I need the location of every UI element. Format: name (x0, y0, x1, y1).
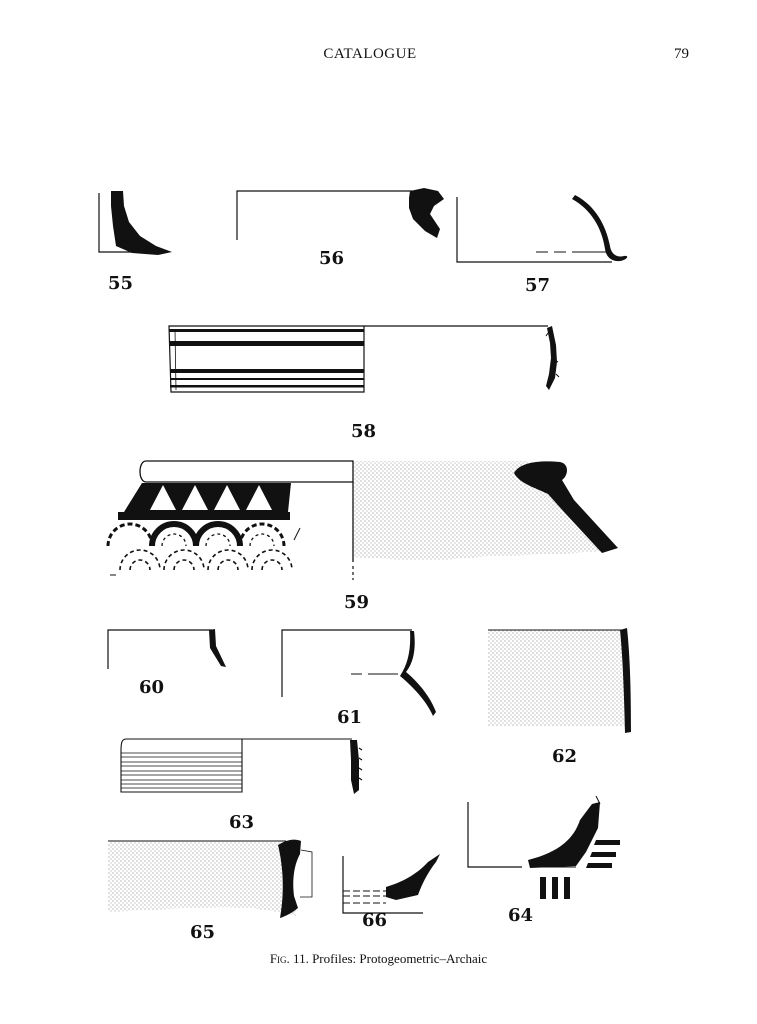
figure-number: Fig. 11. (269, 951, 309, 966)
profile-60-drawing (107, 629, 226, 669)
profile-55-drawing (98, 191, 172, 255)
profile-59-drawing (106, 460, 618, 580)
profile-56-drawing (236, 188, 444, 240)
profile-61-label: 61 (337, 707, 362, 728)
profile-55-label: 55 (108, 273, 133, 294)
profile-65-drawing (108, 839, 313, 918)
profile-65-label: 65 (190, 922, 215, 943)
profile-64-label: 64 (508, 905, 533, 926)
profile-62-drawing (488, 628, 631, 733)
profile-57-label: 57 (525, 275, 550, 296)
figure-caption: Fig. 11. Profiles: Protogeometric–Archai… (0, 951, 757, 967)
profile-62-label: 62 (552, 746, 577, 767)
profile-58-label: 58 (351, 421, 376, 442)
profile-66-label: 66 (362, 910, 387, 931)
profile-66-drawing (342, 854, 440, 914)
profile-61-drawing (281, 629, 436, 716)
profile-63-label: 63 (229, 812, 254, 833)
profile-58-drawing (168, 325, 560, 393)
profile-56-label: 56 (319, 248, 344, 269)
running-head: CATALOGUE 79 (0, 46, 757, 68)
profile-60-label: 60 (139, 677, 164, 698)
profile-59-label: 59 (344, 592, 369, 613)
figure-caption-text: Profiles: Protogeometric–Archaic (312, 951, 488, 966)
profile-57-drawing (456, 195, 628, 263)
profile-63-drawing (120, 738, 363, 794)
page-number: 79 (674, 46, 689, 62)
page-title: CATALOGUE (323, 46, 417, 62)
profile-64-drawing (467, 795, 620, 899)
